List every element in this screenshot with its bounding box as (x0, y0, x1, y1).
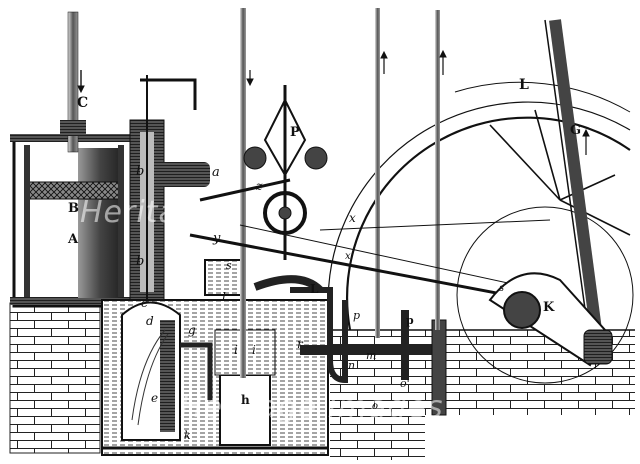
label-y: y (213, 231, 221, 246)
label-p: p (353, 309, 361, 322)
label-b: b (136, 164, 145, 179)
label-x-lower: x (345, 251, 351, 262)
label-A: A (68, 232, 79, 247)
label-h: h (241, 393, 250, 407)
label-o: o (372, 401, 379, 412)
label-C: C (77, 95, 89, 111)
label-K: K (543, 300, 555, 315)
label-P: P (290, 125, 300, 140)
label-G: G (570, 123, 582, 138)
condenser-cistern (101, 259, 329, 456)
label-i: i (234, 343, 238, 357)
crank-linkage (189, 19, 613, 367)
label-p-upper: p (406, 314, 414, 327)
label-i-second: i (252, 343, 256, 357)
label-c: c (141, 296, 148, 310)
label-m: m (366, 349, 377, 362)
label-x: x (349, 211, 356, 225)
label-l: l (222, 290, 226, 304)
label-s-crank: s (499, 283, 505, 294)
label-o-prime: o' (400, 377, 410, 390)
label-B: B (68, 201, 79, 216)
motion-arrows (77, 49, 590, 155)
valve-chest (129, 75, 210, 301)
label-r: r (297, 337, 303, 351)
label-g: g (188, 323, 196, 337)
air-pump-pipes (253, 275, 447, 416)
label-a: a (212, 165, 220, 180)
label-s: s (226, 259, 232, 272)
steam-cylinder (10, 11, 138, 308)
vertical-rods (240, 8, 440, 378)
watermark: Heritage Images (180, 390, 444, 425)
label-b-lower: b (136, 254, 145, 269)
centrifugal-governor (199, 85, 328, 260)
label-L: L (519, 77, 529, 93)
label-L-pipe: L (310, 282, 319, 296)
label-k: k (184, 429, 191, 442)
label-n: n (348, 359, 356, 372)
label-e: e (151, 391, 159, 405)
watermark: Heritage (80, 195, 218, 230)
label-z: z (256, 179, 263, 193)
label-d: d (146, 314, 154, 328)
